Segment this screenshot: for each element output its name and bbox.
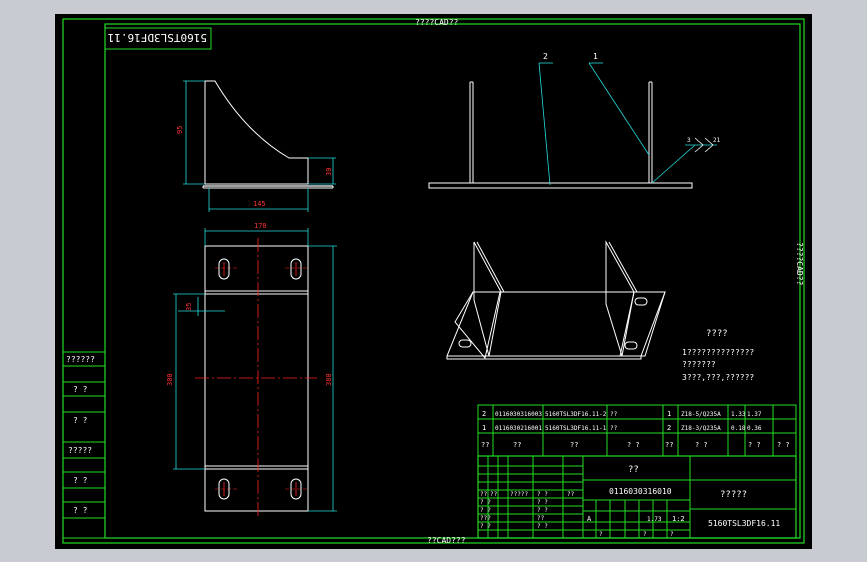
bom-header-cell: ?? — [481, 441, 489, 449]
company-name: ????? — [720, 490, 747, 500]
balloon-1: 1 — [593, 52, 598, 61]
cad-drawing: ????CAD?? ??CAD??? ????CAD?? 5160TSL3DF1… — [62, 18, 805, 545]
bom-header-cell: ?? — [665, 441, 673, 449]
tb-cell: ? ? — [480, 523, 491, 530]
tb-cell: ? ? — [537, 491, 548, 498]
bom-cell: 2 — [482, 410, 486, 418]
tb-cell: ?? — [490, 491, 498, 498]
tb-cell: ? ? — [480, 499, 491, 506]
left-strip-cell: ? ? — [73, 506, 88, 515]
dim-plan-offset: 35 — [185, 303, 193, 311]
bom-cell: 5160TSL3DF16.11-1 — [545, 425, 607, 432]
tb-cell: ? ? — [537, 507, 548, 514]
bom-table: 2 0116030316003 5160TSL3DF16.11-2 ?? 1 Z… — [477, 404, 797, 457]
note-line: 3???,???,?????? — [682, 373, 754, 382]
left-strip-cell: ?????? — [66, 355, 95, 364]
dim-plan-width: 170 — [254, 222, 267, 230]
bom-cell: 2 — [667, 424, 671, 432]
title-block: ?? 0116030316010 ????? 5160TSL3DF16.11 A… — [477, 455, 797, 539]
outer-frame — [62, 18, 805, 544]
dim-side-width: 145 — [253, 200, 266, 208]
left-strip: ?????? ? ? ? ? ????? ? ? ? ? — [62, 351, 106, 539]
frame-right-label: ????CAD?? — [795, 242, 804, 286]
bom-cell: ?? — [610, 411, 618, 418]
left-strip-cell: ? ? — [73, 385, 88, 394]
note-line: ??????? — [682, 360, 716, 369]
bom-cell: 1.37 — [747, 411, 762, 418]
tb-cell: ?? — [480, 491, 488, 498]
weight-value: 1.73 — [647, 516, 662, 523]
bom-cell: 0.36 — [747, 425, 762, 432]
drawing-sheet: ????CAD?? ??CAD??? ????CAD?? 5160TSL3DF1… — [55, 14, 812, 549]
tech-notes: ???? 1?????????????? ??????? 3???,???,??… — [682, 329, 754, 382]
tb-cell: ?? — [567, 491, 575, 498]
bom-cell: 5160TSL3DF16.11-2 — [545, 411, 607, 418]
tb-cell: ? — [670, 531, 674, 538]
bom-header-cell: ? ? — [627, 441, 640, 449]
dim-plan-inner: 300 — [166, 373, 174, 386]
left-strip-cell: ????? — [68, 446, 92, 455]
bom-cell: Z18-5/Q235A — [681, 411, 721, 418]
drawing-code: 0116030316010 — [609, 487, 672, 496]
note-line: 1?????????????? — [682, 348, 754, 357]
left-strip-cell: ? ? — [73, 476, 88, 485]
tb-cell: ? ? — [537, 499, 548, 506]
tb-cell: ? — [599, 531, 603, 538]
side-view: 95 30 145 — [176, 80, 336, 212]
notes-title: ???? — [706, 329, 728, 339]
bom-header-cell: ? ? — [748, 441, 761, 449]
isometric-view — [446, 240, 666, 360]
left-strip-cell: ? ? — [73, 416, 88, 425]
tb-cell: ? ? — [480, 507, 491, 514]
dim-side-small: 30 — [325, 168, 333, 176]
frame-top-label: ????CAD?? — [415, 18, 459, 27]
bom-cell: 1 — [667, 410, 671, 418]
dim-plan-outer: 380 — [325, 373, 333, 386]
part-name: ?? — [628, 465, 639, 475]
tb-cell: ?? — [537, 515, 545, 522]
bom-header-cell: ?? — [570, 441, 578, 449]
tb-cell: ????? — [510, 491, 528, 498]
bom-cell: 0116030316003 — [495, 411, 542, 418]
bom-cell: 0116030216001 — [495, 425, 542, 432]
inner-frame — [104, 23, 801, 539]
dim-side-height: 95 — [176, 126, 184, 134]
weld-side-b: 21 — [713, 137, 721, 144]
corner-code: 5160TSL3DF16.11 — [108, 31, 207, 44]
bom-cell: 1 — [482, 424, 486, 432]
bom-header-cell: ? ? — [695, 441, 708, 449]
bom-cell: 1.33 — [731, 411, 746, 418]
bom-cell: ?? — [610, 425, 618, 432]
tb-cell: ??? — [480, 515, 491, 522]
drawing-number: 5160TSL3DF16.11 — [708, 519, 780, 528]
tb-cell: ? — [643, 531, 647, 538]
tb-cell: ? ? — [537, 523, 548, 530]
plan-view: 170 300 35 380 — [166, 222, 337, 519]
front-view: 2 1 3 21 — [428, 52, 721, 189]
bom-cell: Z18-3/Q235A — [681, 425, 721, 432]
scale-value: 1:2 — [672, 515, 685, 523]
stage-code: A — [587, 515, 592, 523]
frame-bottom-label: ??CAD??? — [427, 536, 466, 545]
weld-side-a: 3 — [687, 137, 691, 144]
bom-header-cell: ?? — [513, 441, 521, 449]
bom-header-cell: ? ? — [777, 441, 790, 449]
bom-cell: 0.18 — [731, 425, 746, 432]
balloon-2: 2 — [543, 52, 548, 61]
